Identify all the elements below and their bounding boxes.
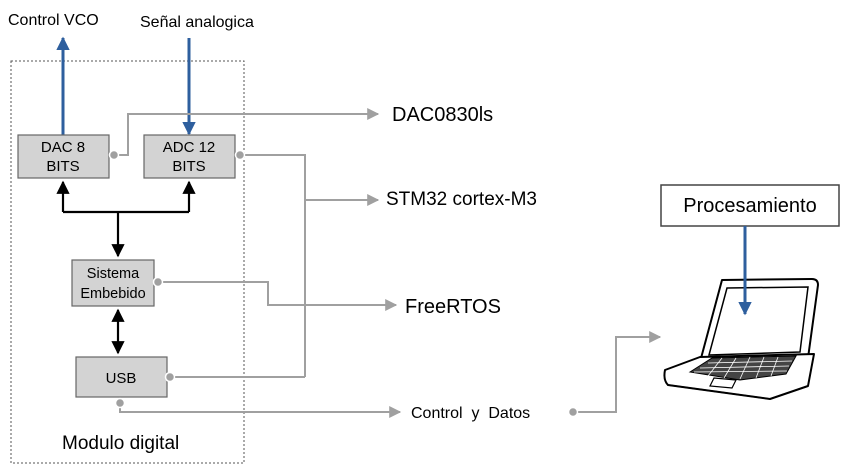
rtos-line (155, 281, 398, 311)
mcu-line-adc (236, 154, 306, 377)
link-connector (567, 406, 579, 418)
embedded-label-line2: Embebido (80, 286, 145, 302)
processing-box: Procesamiento (660, 184, 840, 227)
laptop-icon (663, 278, 819, 400)
dac-label-line2: BITS (46, 158, 79, 175)
processing-label: Procesamiento (683, 195, 816, 217)
dac-block: DAC 8 BITS (17, 134, 110, 179)
adc-block: ADC 12 BITS (143, 134, 236, 179)
adc-label-line1: ADC 12 (163, 139, 216, 156)
module-boundary (10, 60, 245, 464)
dac-label-line1: DAC 8 (41, 139, 85, 156)
embedded-connector (152, 276, 164, 288)
usb-label: USB (106, 370, 137, 387)
dac-chip-label: DAC0830ls (392, 104, 493, 126)
usb-connector-bottom (114, 397, 126, 409)
usb-connector-right (164, 371, 176, 383)
link-line-out (574, 331, 662, 413)
adc-label-line2: BITS (172, 158, 205, 175)
dac-connector (108, 149, 120, 161)
rtos-label: FreeRTOS (405, 296, 501, 318)
embedded-label-line1: Sistema (87, 266, 140, 282)
usb-block: USB (75, 356, 168, 398)
embedded-block: Sistema Embebido (71, 259, 155, 307)
vco-label: Control VCO (8, 12, 99, 29)
link-label: Control y Datos (411, 405, 530, 422)
module-label: Modulo digital (62, 433, 179, 454)
link-line-in (119, 402, 402, 418)
analog-label: Señal analogica (140, 14, 254, 31)
adc-connector (234, 149, 246, 161)
mcu-label: STM32 cortex-M3 (386, 189, 537, 210)
